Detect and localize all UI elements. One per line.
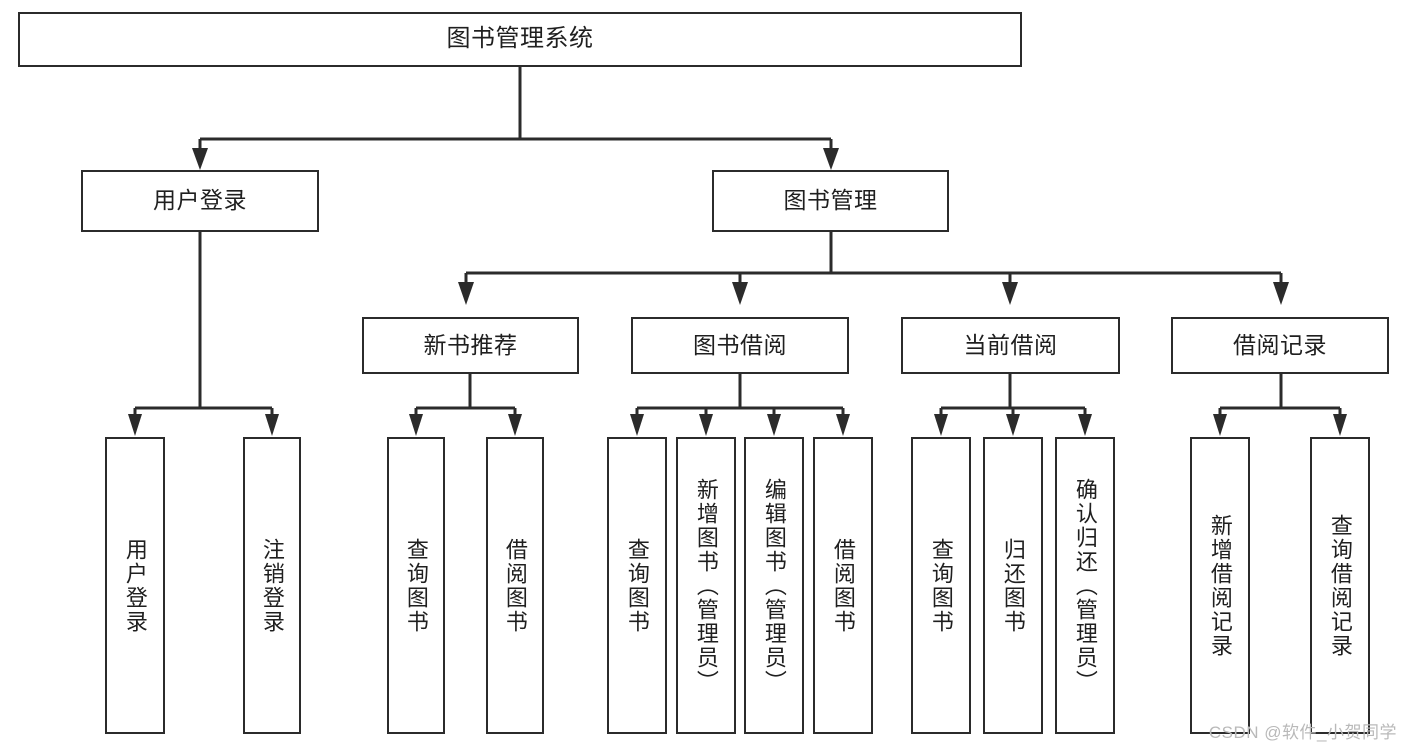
node-user-login[interactable]: 用户登录 [81,170,319,232]
arrow-bb-leaf1 [630,414,644,436]
node-leaf-query-record-label: 查询借阅记录 [1327,513,1353,658]
node-leaf-query-book-b-label: 查询图书 [624,537,650,634]
node-book-borrow-label: 图书借阅 [693,331,787,358]
arrow-root-to-user-login [192,148,208,170]
node-leaf-return-book-label: 归还图书 [1000,537,1026,634]
node-leaf-confirm-return[interactable]: 确认归还（管理员） [1055,437,1115,734]
node-leaf-query-book-c[interactable]: 查询图书 [911,437,971,734]
node-leaf-add-book-label: 新增图书（管理员） [693,477,719,694]
arrow-to-book-borrow [732,282,748,305]
node-leaf-user-login-label: 用户登录 [122,537,148,634]
arrow-user-login-to-leaf2 [265,414,279,436]
node-leaf-borrow-book-b-label: 借阅图书 [830,537,856,634]
node-new-book-recommend[interactable]: 新书推荐 [362,317,579,374]
arrow-bb-leaf3 [767,414,781,436]
arrow-bb-leaf2 [699,414,713,436]
node-leaf-query-book-a-label: 查询图书 [403,537,429,634]
node-leaf-borrow-book-b[interactable]: 借阅图书 [813,437,873,734]
arrow-bb-leaf4 [836,414,850,436]
node-leaf-return-book[interactable]: 归还图书 [983,437,1043,734]
node-leaf-edit-book-label: 编辑图书（管理员） [761,477,787,694]
node-book-manage-label: 图书管理 [783,187,878,214]
node-leaf-user-login[interactable]: 用户登录 [105,437,165,734]
arrow-to-current-borrow [1002,282,1018,305]
node-borrow-record-label: 借阅记录 [1233,331,1327,358]
node-current-borrow[interactable]: 当前借阅 [901,317,1120,374]
node-leaf-add-book[interactable]: 新增图书（管理员） [676,437,736,734]
arrow-root-to-book-manage [823,148,839,170]
node-root[interactable]: 图书管理系统 [18,12,1022,67]
node-leaf-query-book-b[interactable]: 查询图书 [607,437,667,734]
arrow-nbr-leaf1 [409,414,423,436]
arrow-to-borrow-record [1273,282,1289,305]
arrow-to-new-book-rec [458,282,474,305]
arrow-user-login-to-leaf1 [128,414,142,436]
node-leaf-confirm-return-label: 确认归还（管理员） [1072,477,1098,694]
arrow-cb-leaf3 [1078,414,1092,436]
node-current-borrow-label: 当前借阅 [963,331,1058,358]
node-leaf-query-book-a[interactable]: 查询图书 [387,437,445,734]
watermark-text: CSDN @软件_小贺同学 [1208,723,1397,742]
node-leaf-query-book-c-label: 查询图书 [928,537,954,634]
node-root-label: 图书管理系统 [446,25,594,53]
node-book-borrow[interactable]: 图书借阅 [631,317,849,374]
node-leaf-logout[interactable]: 注销登录 [243,437,301,734]
arrow-cb-leaf1 [934,414,948,436]
node-new-book-recommend-label: 新书推荐 [423,331,518,358]
node-leaf-add-record[interactable]: 新增借阅记录 [1190,437,1250,734]
node-leaf-logout-label: 注销登录 [259,537,285,634]
node-book-manage[interactable]: 图书管理 [712,170,949,232]
arrow-br-leaf1 [1213,414,1227,436]
node-leaf-borrow-book-a[interactable]: 借阅图书 [486,437,544,734]
node-leaf-edit-book[interactable]: 编辑图书（管理员） [744,437,804,734]
arrow-br-leaf2 [1333,414,1347,436]
node-leaf-add-record-label: 新增借阅记录 [1207,513,1233,658]
node-leaf-borrow-book-a-label: 借阅图书 [502,537,528,634]
arrow-nbr-leaf2 [508,414,522,436]
arrow-cb-leaf2 [1006,414,1020,436]
node-leaf-query-record[interactable]: 查询借阅记录 [1310,437,1370,734]
node-borrow-record[interactable]: 借阅记录 [1171,317,1389,374]
node-user-login-label: 用户登录 [153,187,247,214]
